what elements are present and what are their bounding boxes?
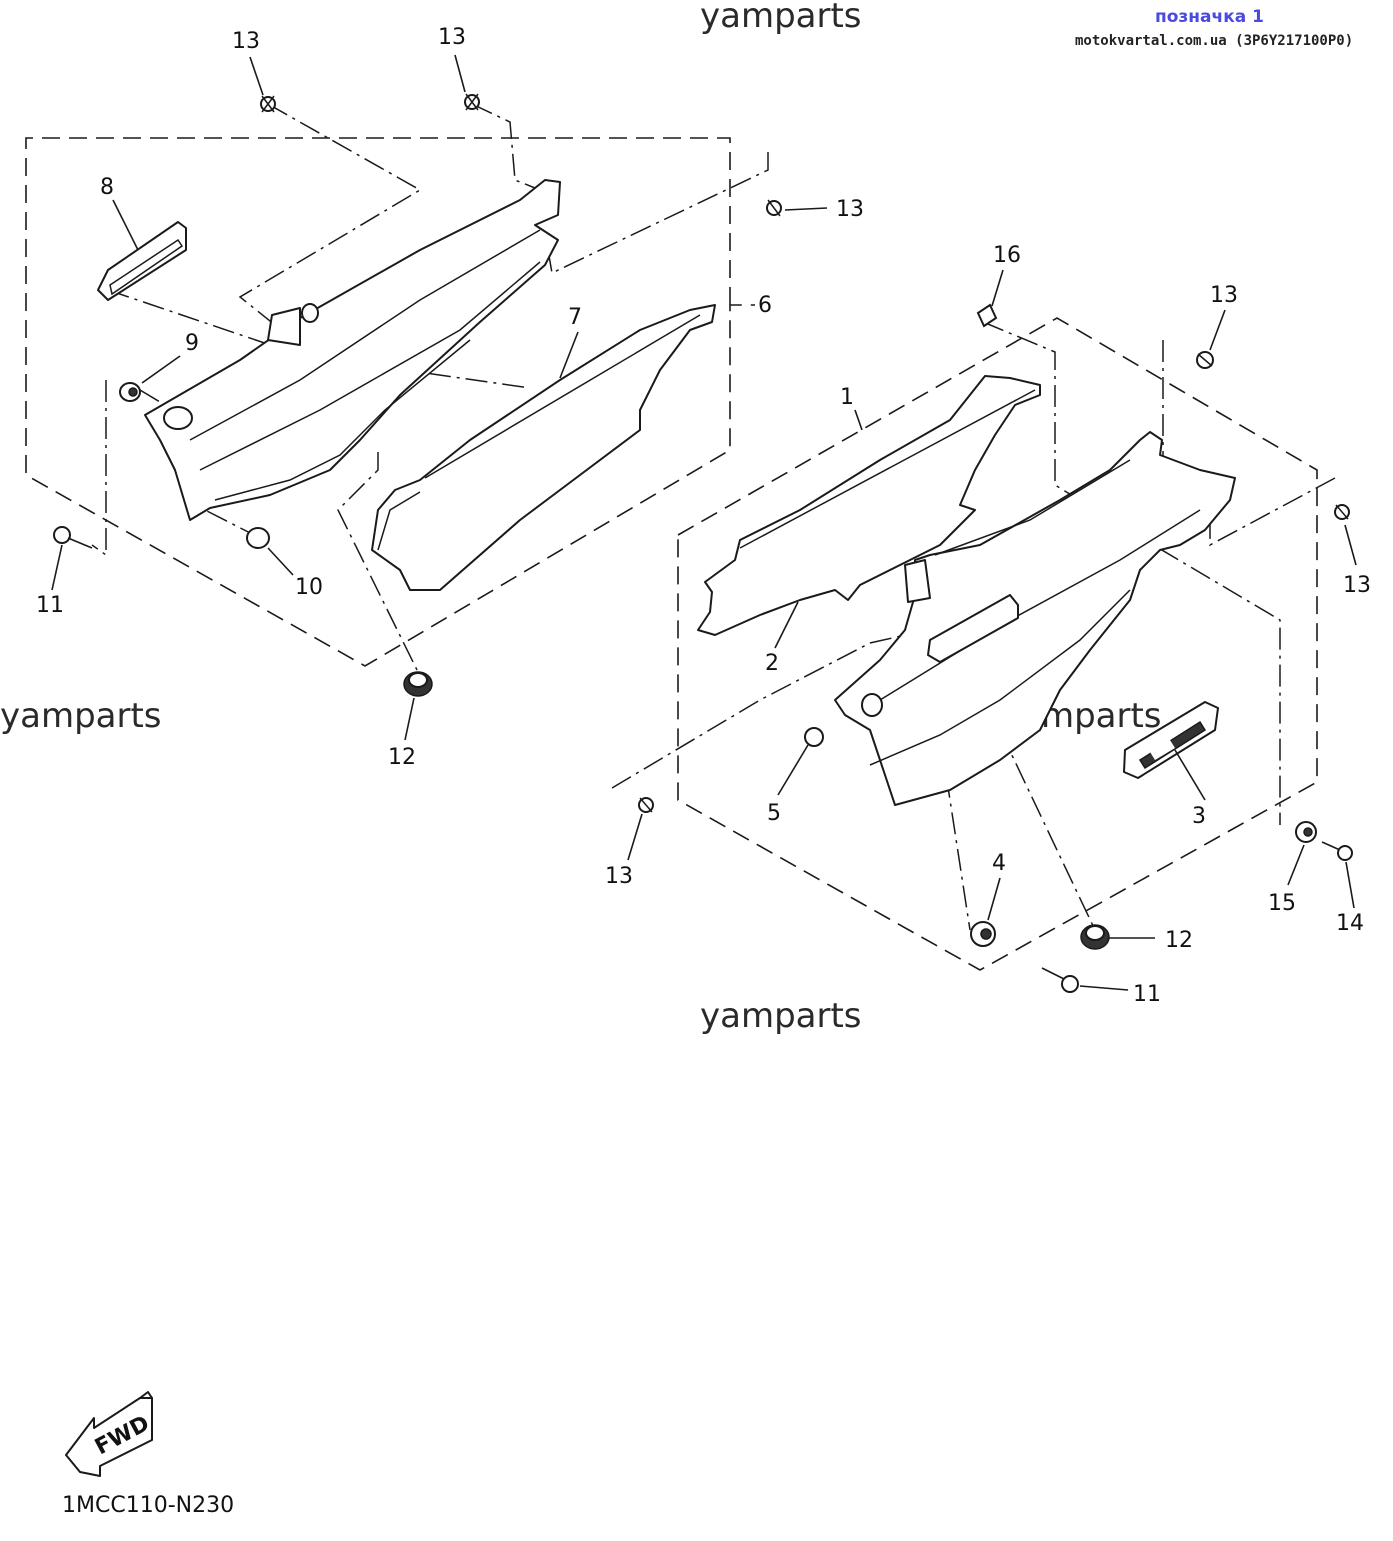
watermark: yamparts [700, 996, 862, 1036]
emblem-recess [927, 594, 1019, 663]
side-cover-right-1 [834, 431, 1236, 806]
emblem-strip-8 [97, 221, 187, 301]
left-callout-lines [51, 54, 828, 741]
washer-15 [1295, 821, 1317, 843]
watermark: yamparts [700, 0, 862, 36]
side-cover-left-6 [144, 179, 561, 521]
callout-12: 12 [1165, 928, 1193, 953]
bolt-11 [1041, 967, 1079, 993]
callout-8: 8 [100, 175, 114, 200]
push-rivet-13 [1196, 351, 1214, 369]
callout-3: 3 [1192, 804, 1206, 829]
inner-panel-7 [371, 304, 716, 591]
callout-13: 13 [1343, 573, 1371, 598]
group-box-left [25, 137, 755, 667]
callout-15: 15 [1268, 891, 1296, 916]
push-rivet-13 [638, 797, 654, 813]
callout-7: 7 [568, 305, 582, 330]
left-hardware [53, 93, 782, 697]
grommet-12 [1080, 924, 1110, 950]
site-label: позначка 1 [1155, 7, 1264, 27]
callout-12: 12 [388, 745, 416, 770]
watermark: yamparts [0, 696, 162, 736]
left-assembly [25, 103, 769, 673]
bolt-14 [1321, 841, 1353, 861]
callout-13: 13 [232, 29, 260, 54]
callout-10: 10 [295, 575, 323, 600]
callout-13: 13 [836, 197, 864, 222]
group-box-right [677, 317, 1318, 971]
callout-1: 1 [840, 385, 854, 410]
callout-11: 11 [36, 593, 64, 618]
callout-16: 16 [993, 243, 1021, 268]
callout-4: 4 [992, 851, 1006, 876]
push-rivet-13 [260, 95, 276, 113]
right-assembly [611, 317, 1336, 971]
callout-13: 13 [438, 25, 466, 50]
push-rivet-13 [766, 199, 782, 217]
callout-5: 5 [767, 801, 781, 826]
right-callout-lines [627, 269, 1357, 991]
right-hardware [638, 303, 1353, 993]
callout-6: 6 [758, 293, 772, 318]
diagram-code: 1MCC110-N230 [62, 1493, 234, 1518]
push-rivet-13 [1334, 504, 1350, 520]
bolt-11 [53, 526, 93, 549]
callout-14: 14 [1336, 911, 1364, 936]
damper-9 [119, 382, 141, 402]
emblem-badge-3 [1123, 701, 1219, 779]
callout-13: 13 [1210, 283, 1238, 308]
push-rivet-13 [464, 93, 480, 111]
clip-nut-16 [976, 303, 998, 328]
callout-9: 9 [185, 331, 199, 356]
source-label: motokvartal.com.ua (3P6Y217100P0) [1075, 33, 1353, 49]
callout-11: 11 [1133, 982, 1161, 1007]
damper-4 [970, 921, 996, 947]
callout-2: 2 [765, 651, 779, 676]
fwd-arrow-icon: FWD [65, 1391, 154, 1477]
grommet-12 [403, 671, 433, 697]
inner-panel-2 [697, 375, 1041, 636]
callout-13: 13 [605, 864, 633, 889]
grommet-10 [246, 527, 270, 549]
damper-5 [804, 727, 824, 747]
